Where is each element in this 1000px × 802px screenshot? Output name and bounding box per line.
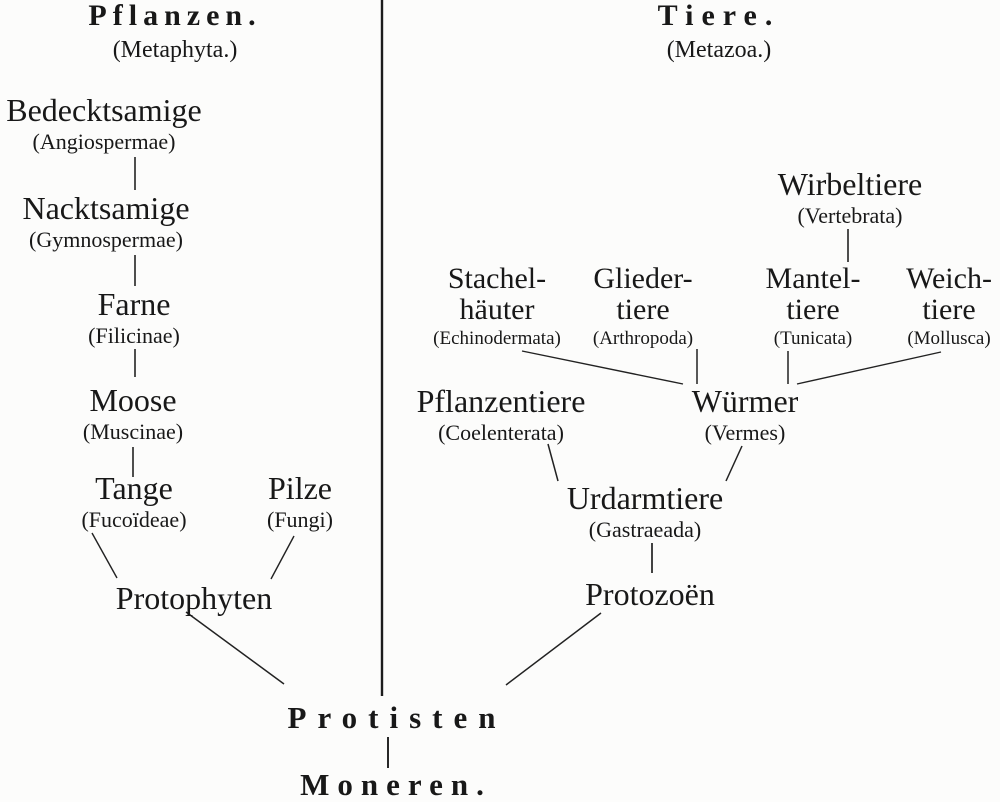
node-wirbeltiere-label: Wirbeltiere: [777, 166, 923, 202]
node-stachelhaeuter-label: Stachel- häuter: [447, 262, 547, 326]
node-manteltiere-label: Mantel- tiere: [765, 262, 861, 326]
node-tange-label: Tange: [95, 470, 173, 506]
node-gliedertiere-label: Glieder- tiere: [593, 262, 693, 326]
node-weichtiere-latin: (Mollusca): [907, 328, 991, 349]
node-urdarmtiere-latin: (Gastraeada): [588, 517, 702, 542]
plants-subtitle: (Metaphyta.): [112, 37, 238, 63]
node-stachelhaeuter-latin: (Echinodermata): [433, 328, 561, 349]
node-pflanzentiere: Pflanzentiere (Coelenterata): [417, 385, 586, 446]
edge-tange-protophyten: [91, 532, 118, 579]
node-bedecktsamige: Bedecktsamige (Angiospermae): [6, 94, 201, 155]
node-moose: Moose (Muscinae): [83, 384, 183, 445]
edge-protozoen-protisten: [505, 612, 602, 686]
node-protozoen-label: Protozoën: [585, 576, 715, 612]
node-weichtiere: Weich- tiere (Mollusca): [906, 263, 992, 349]
node-nacktsamige-label: Nacktsamige: [22, 190, 190, 226]
node-gliedertiere-latin: (Arthropoda): [592, 328, 694, 349]
edge-protophyten-protisten: [185, 611, 285, 685]
node-wuermer-latin: (Vermes): [704, 420, 786, 445]
node-pflanzentiere-label: Pflanzentiere: [416, 383, 586, 419]
node-wuermer: Würmer (Vermes): [692, 385, 799, 446]
node-moose-latin: (Muscinae): [82, 419, 184, 444]
node-pilze-latin: (Fungi): [267, 507, 333, 532]
node-farne-label: Farne: [97, 286, 171, 322]
node-moneren: Moneren.: [300, 767, 492, 802]
node-urdarmtiere-label: Urdarmtiere: [566, 480, 724, 516]
node-wuermer-label: Würmer: [691, 383, 799, 419]
edge-mollusca-wuermer: [796, 351, 942, 385]
node-bedecktsamige-latin: (Angiospermae): [32, 129, 176, 154]
node-pilze: Pilze (Fungi): [267, 472, 333, 533]
node-nacktsamige-latin: (Gymnospermae): [29, 227, 183, 252]
node-protophyten: Protophyten: [116, 582, 272, 614]
node-gliedertiere: Glieder- tiere (Arthropoda): [593, 263, 693, 349]
node-pilze-label: Pilze: [268, 470, 332, 506]
edge-vermes-urdarmtiere: [725, 445, 743, 482]
animals-title: Tiere.: [657, 0, 781, 32]
node-farne: Farne (Filicinae): [88, 288, 180, 349]
node-moose-label: Moose: [89, 382, 177, 418]
node-wirbeltiere: Wirbeltiere (Vertebrata): [778, 168, 922, 229]
node-tange: Tange (Fucoïdeae): [81, 472, 186, 533]
node-nacktsamige: Nacktsamige (Gymnospermae): [22, 192, 189, 253]
node-weichtiere-label: Weich- tiere: [906, 262, 992, 326]
animals-subtitle: (Metazoa.): [666, 37, 772, 63]
node-manteltiere-latin: (Tunicata): [773, 328, 853, 349]
animals-header: Tiere. (Metazoa.): [658, 0, 781, 64]
edge-echinodermata-wuermer: [521, 350, 684, 385]
plants-header: Pflanzen. (Metaphyta.): [88, 0, 261, 64]
edge-coelenterata-urdarmtiere: [547, 443, 559, 482]
node-protophyten-label: Protophyten: [115, 580, 273, 616]
plants-title: Pflanzen.: [88, 0, 262, 32]
node-urdarmtiere: Urdarmtiere (Gastraeada): [567, 482, 723, 543]
node-tange-latin: (Fucoïdeae): [81, 507, 187, 532]
node-protisten: Protisten: [287, 700, 507, 735]
edge-pilze-protophyten: [270, 535, 295, 580]
node-wirbeltiere-latin: (Vertebrata): [797, 203, 903, 228]
node-stachelhaeuter: Stachel- häuter (Echinodermata): [433, 263, 561, 349]
node-bedecktsamige-label: Bedecktsamige: [6, 92, 202, 128]
node-farne-latin: (Filicinae): [88, 323, 180, 348]
node-pflanzentiere-latin: (Coelenterata): [438, 420, 564, 445]
node-manteltiere: Mantel- tiere (Tunicata): [766, 263, 861, 349]
node-protozoen: Protozoën: [585, 578, 715, 610]
